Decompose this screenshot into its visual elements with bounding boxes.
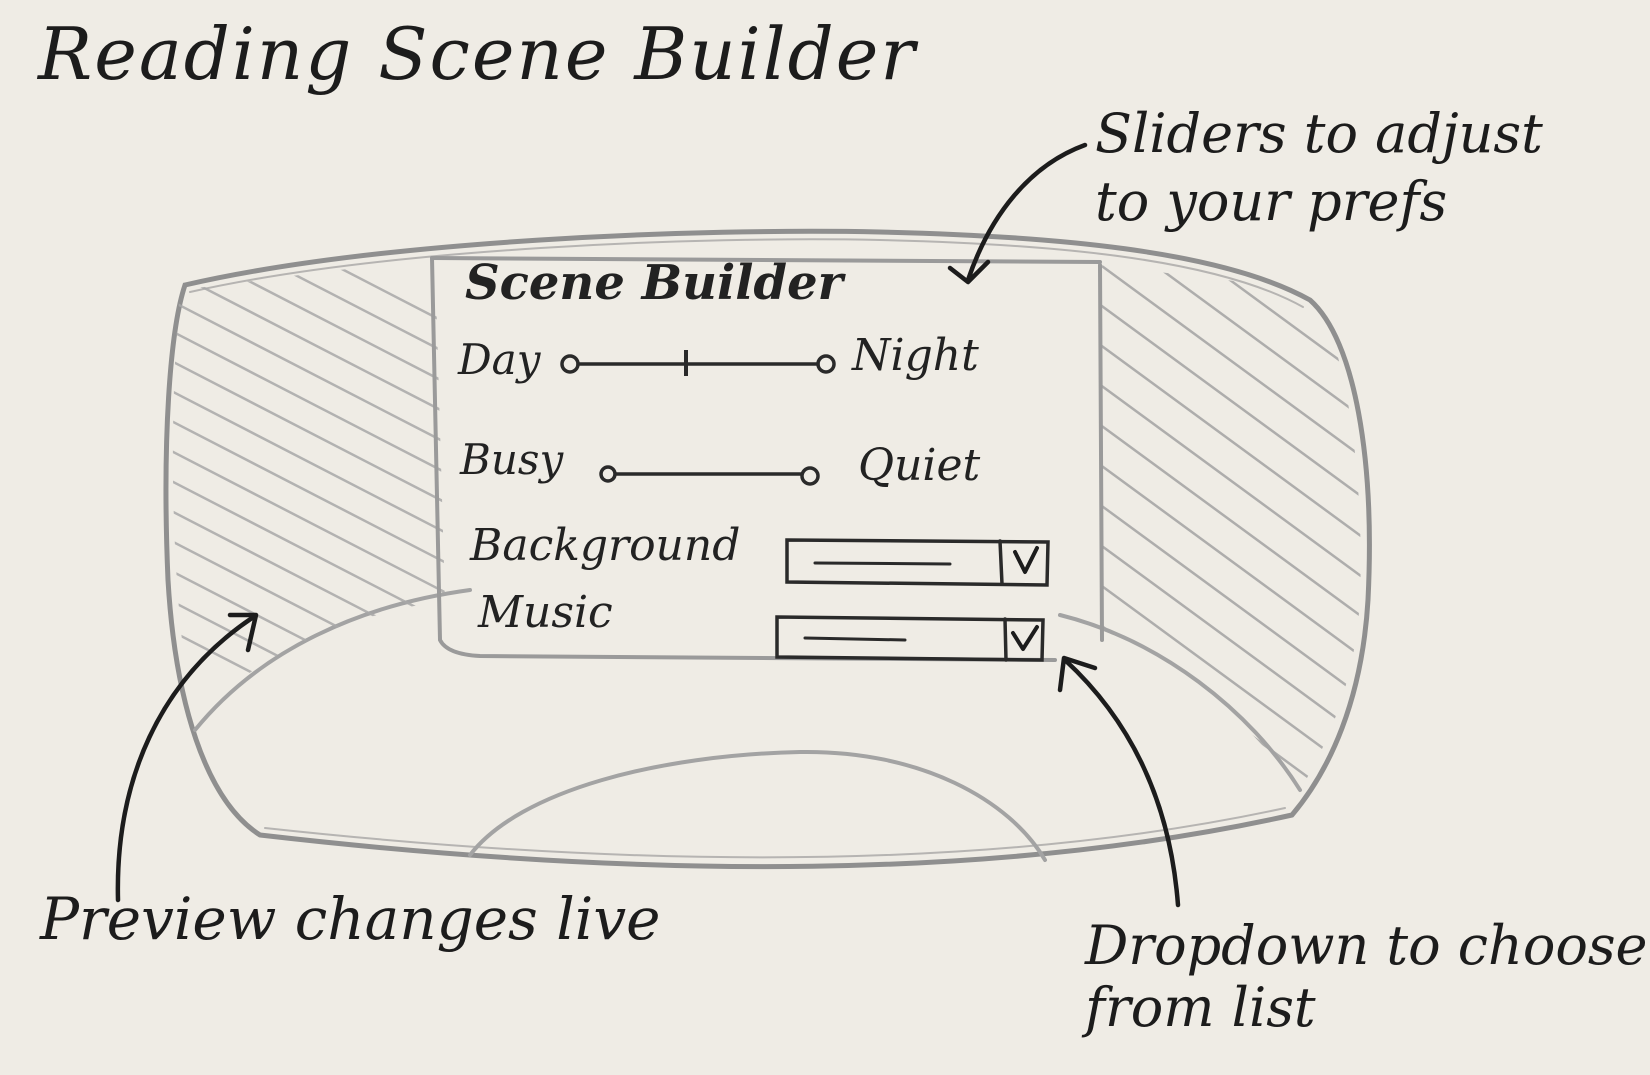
headset-outline — [163, 228, 1372, 870]
annotation-arrows — [115, 142, 1181, 908]
busyquiet-slider[interactable] — [600, 458, 822, 492]
preview-annotation: Preview changes live — [40, 885, 661, 953]
busy-label: Busy — [460, 435, 564, 484]
busyquiet-slider-track — [599, 465, 820, 486]
background-dropdown-label: Background — [470, 520, 741, 571]
quiet-label: Quiet — [858, 440, 981, 491]
sketch-title: Reading Scene Builder — [38, 12, 917, 96]
dropdown-annotation: Dropdown to choose from list — [1085, 915, 1648, 1039]
music-dropdown-sketch — [775, 615, 1045, 662]
sliders-annotation-line-2: to your prefs — [1095, 170, 1448, 233]
background-dropdown-sketch — [785, 538, 1050, 587]
dropdown-annotation-line-2: from list — [1085, 976, 1316, 1039]
scene-floor — [193, 588, 1302, 862]
dropdown-annotation-line-1: Dropdown to choose — [1085, 914, 1648, 977]
panel-title: Scene Builder — [465, 255, 843, 311]
background-dropdown[interactable] — [785, 535, 1050, 589]
sliders-annotation: Sliders to adjust to your prefs — [1095, 100, 1543, 236]
night-label: Night — [852, 330, 979, 381]
chevron-down-icon — [1011, 625, 1039, 651]
day-label: Day — [458, 335, 541, 384]
daynight-slider-track — [560, 354, 836, 374]
sliders-annotation-line-1: Sliders to adjust — [1095, 102, 1543, 165]
daynight-slider[interactable] — [562, 346, 832, 380]
music-dropdown-label: Music — [478, 587, 613, 638]
chevron-down-icon — [1013, 546, 1039, 574]
music-dropdown[interactable] — [775, 613, 1047, 665]
